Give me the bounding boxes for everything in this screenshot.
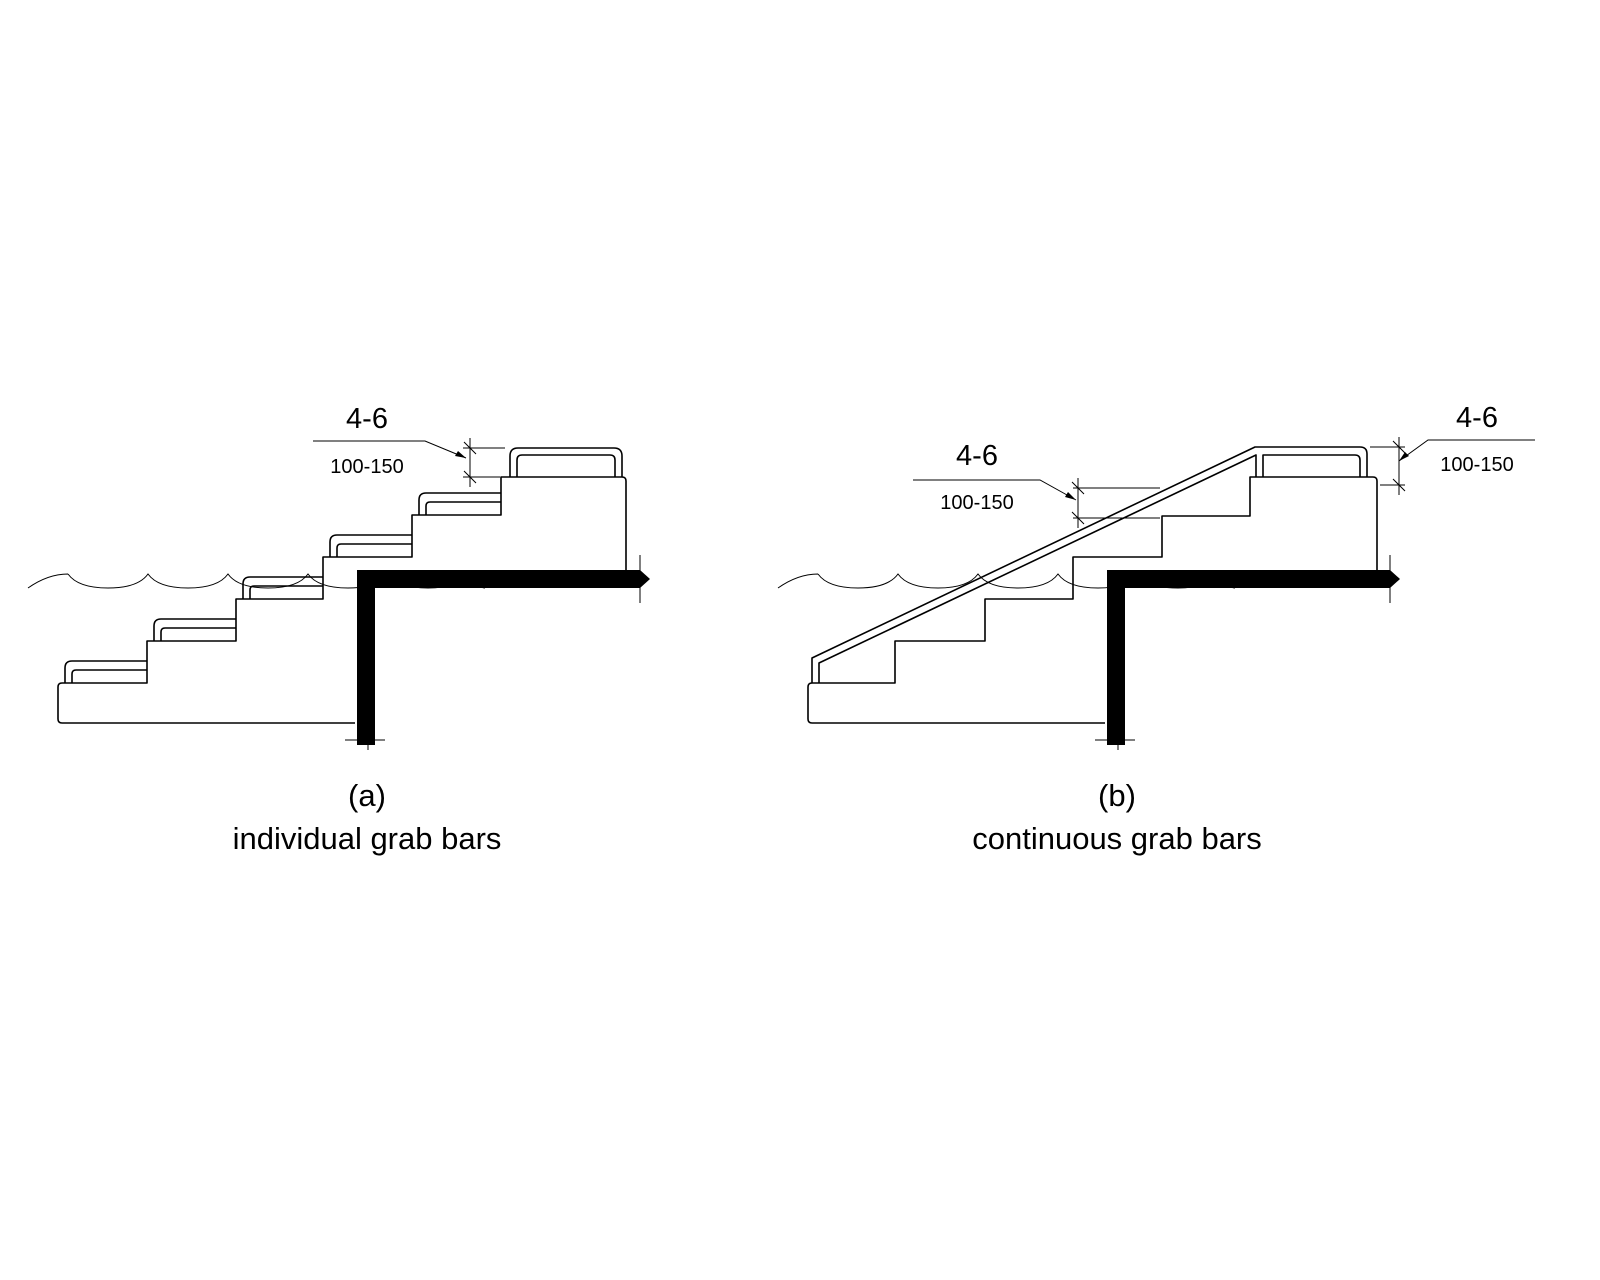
grab-bar — [329, 534, 412, 557]
dimension-imperial-a: 4-6 — [346, 403, 388, 435]
dimension-imperial-b-mid: 4-6 — [956, 440, 998, 472]
continuous-grab-bar — [811, 446, 1368, 683]
dimension-metric-b-mid: 100-150 — [940, 492, 1013, 514]
pool-wall-b — [1107, 570, 1400, 745]
grab-bar — [153, 618, 236, 641]
figure-b-caption: continuous grab bars — [972, 821, 1262, 856]
top-grab-bar-a — [509, 447, 623, 477]
stair-profile-a — [57, 476, 627, 724]
grab-bar — [64, 660, 147, 683]
dimension-b-mid: 4-6 100-150 — [913, 440, 1160, 528]
wall-break-a — [345, 555, 641, 750]
figure-a: 4-6 100-150 (a) individual grab bars — [27, 403, 650, 856]
individual-grab-bars — [64, 492, 501, 683]
dimension-metric-b-top: 100-150 — [1440, 454, 1513, 476]
grab-bar — [418, 492, 501, 515]
stair-profile-b — [807, 476, 1378, 724]
dimension-a: 4-6 100-150 — [313, 403, 505, 487]
dimension-metric-a: 100-150 — [330, 456, 403, 478]
figure-b-label: (b) — [1098, 778, 1136, 813]
dimension-imperial-b-top: 4-6 — [1456, 402, 1498, 434]
pool-wall-a — [357, 570, 650, 745]
dimension-b-top: 4-6 100-150 — [1370, 402, 1535, 495]
grab-bar — [242, 576, 323, 599]
wall-break-b — [1095, 555, 1391, 750]
figure-b: 4-6 100-150 4-6 100-150 (b) continuous g… — [777, 402, 1535, 856]
figure-a-label: (a) — [348, 778, 386, 813]
figure-a-caption: individual grab bars — [233, 821, 502, 856]
